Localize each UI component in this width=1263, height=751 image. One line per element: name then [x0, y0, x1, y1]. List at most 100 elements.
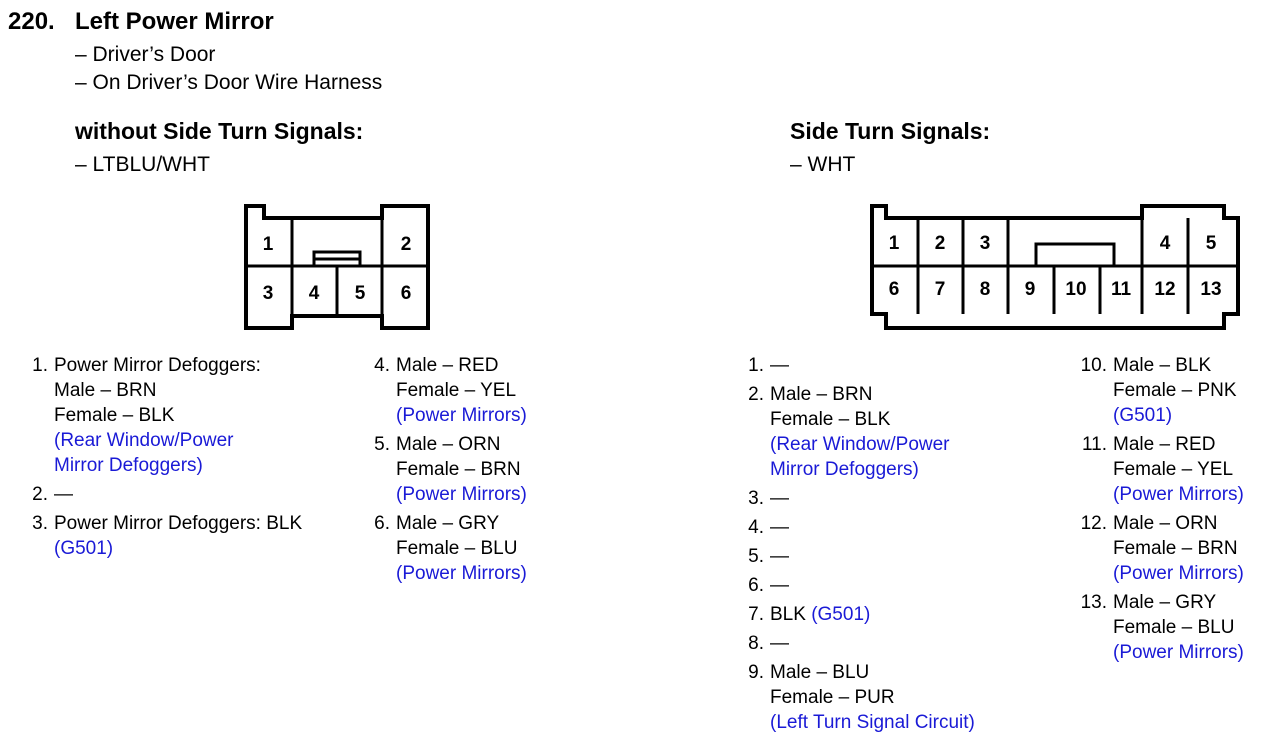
- wire-description: Male – ORN: [1113, 511, 1258, 536]
- right-pin-label: 5: [1206, 233, 1217, 254]
- line-text: Male – RED: [396, 355, 499, 376]
- pin-number: 1.: [32, 355, 48, 376]
- location-line-2: – On Driver’s Door Wire Harness: [75, 71, 383, 94]
- circuit-note: (Power Mirrors): [396, 561, 556, 586]
- wire-description: Female – BRN: [1113, 536, 1258, 561]
- pin-number: 5.: [374, 434, 390, 455]
- line-text: Female – BLU: [1113, 617, 1235, 638]
- line-text: —: [770, 488, 789, 509]
- pin-number: 10.: [1080, 355, 1107, 376]
- wire-description: Female – PNK: [1113, 378, 1258, 403]
- pin-description: —: [770, 515, 1028, 540]
- wire-description: Male – GRY: [1113, 590, 1258, 615]
- pin-number: 2.: [748, 384, 764, 405]
- pin-description: —: [770, 544, 1028, 569]
- wire-description: Male – RED: [396, 353, 556, 378]
- left-pin-label: 6: [401, 283, 412, 304]
- wire-description: Male – BRN: [54, 378, 344, 403]
- left-pin-list-col2: 4. Male – RED Female – YEL (Power Mirrors) 5…: [356, 353, 556, 590]
- right-pin-label: 1: [889, 233, 900, 254]
- pin-entry: 1.—: [728, 353, 1028, 378]
- line-text: BLK: [770, 604, 806, 625]
- line-text: Power Mirror Defoggers: BLK: [54, 513, 303, 534]
- wire-description: Female – BLK: [54, 403, 344, 428]
- circuit-note: (Rear Window/Power: [54, 428, 344, 453]
- wire-description: Female – BLU: [396, 536, 556, 561]
- wire-description: BLK (G501): [770, 602, 1028, 627]
- right-pin-label: 12: [1154, 279, 1175, 300]
- line-text: (Rear Window/Power: [54, 430, 234, 451]
- line-text: (Power Mirrors): [1113, 563, 1244, 584]
- wire-description: Male – GRY: [396, 511, 556, 536]
- wire-description: Male – BLK: [1113, 353, 1258, 378]
- line-text: —: [770, 575, 789, 596]
- wire-description: —: [770, 515, 1028, 540]
- left-pin-list-col1: 1. Power Mirror Defoggers: Male – BRN Femal…: [14, 353, 344, 565]
- pin-description: —: [54, 482, 344, 507]
- connector-outline: [870, 204, 1240, 330]
- right-pin-label: 2: [935, 233, 946, 254]
- pin-number: 4.: [374, 355, 390, 376]
- pin-description: —: [770, 631, 1028, 656]
- line-text: Female – PNK: [1113, 380, 1237, 401]
- line-text: Female – BLK: [54, 405, 175, 426]
- pin-number: 6.: [374, 513, 390, 534]
- line-text: Female – YEL: [1113, 459, 1234, 480]
- component-number: 220.: [8, 8, 55, 35]
- pin-description: Male – RED Female – YEL (Power Mirrors): [396, 353, 556, 428]
- pin-description: Power Mirror Defoggers: BLK(G501): [54, 511, 344, 561]
- wire-description: Male – BRN: [770, 382, 1028, 407]
- wire-description: —: [770, 573, 1028, 598]
- left-connector-color: – LTBLU/WHT: [75, 153, 210, 176]
- line-text: —: [770, 355, 789, 376]
- wire-description: Female – YEL: [1113, 457, 1258, 482]
- line-text: Male – BRN: [54, 380, 157, 401]
- pin-number: 11.: [1081, 434, 1107, 455]
- left-connector-diagram: 1 2 3 4 5 6: [244, 204, 430, 330]
- component-title: Left Power Mirror: [75, 8, 274, 35]
- pin-number: 2.: [32, 484, 48, 505]
- line-text: Female – YEL: [396, 380, 517, 401]
- right-connector-color: – WHT: [790, 153, 856, 176]
- line-text: Male – BLK: [1113, 355, 1212, 376]
- line-text: —: [54, 484, 73, 505]
- line-text: (Power Mirrors): [396, 405, 527, 426]
- pin-entry: 4.—: [728, 515, 1028, 540]
- circuit-note: Mirror Defoggers): [770, 457, 1028, 482]
- line-text: (Power Mirrors): [396, 563, 527, 584]
- pin-entry: 6.—: [728, 573, 1028, 598]
- pin-number: 13.: [1080, 592, 1107, 613]
- wire-description: Female – BRN: [396, 457, 556, 482]
- left-pin-label: 5: [355, 283, 366, 304]
- pin-description: —: [770, 573, 1028, 598]
- right-pin-label: 8: [980, 279, 991, 300]
- pin-entry: 3. —: [728, 486, 1028, 511]
- connector-outline: [244, 204, 430, 330]
- right-pin-label: 10: [1065, 279, 1086, 300]
- pin-entry: 8.—: [728, 631, 1028, 656]
- pin-number: 7.: [748, 604, 764, 625]
- right-pin-label: 4: [1160, 233, 1171, 254]
- wire-description: Male – ORN: [396, 432, 556, 457]
- pin-number: 9.: [748, 662, 764, 683]
- right-pin-label: 9: [1025, 279, 1036, 300]
- pin-number: 3.: [748, 488, 764, 509]
- line-text: Power Mirror Defoggers:: [54, 355, 261, 376]
- wire-description: —: [770, 544, 1028, 569]
- pin-number: 3.: [32, 513, 48, 534]
- right-pin-label: 7: [935, 279, 946, 300]
- left-pin-label: 1: [263, 234, 274, 255]
- pin-entry: 3. Power Mirror Defoggers: BLK(G501): [14, 511, 344, 561]
